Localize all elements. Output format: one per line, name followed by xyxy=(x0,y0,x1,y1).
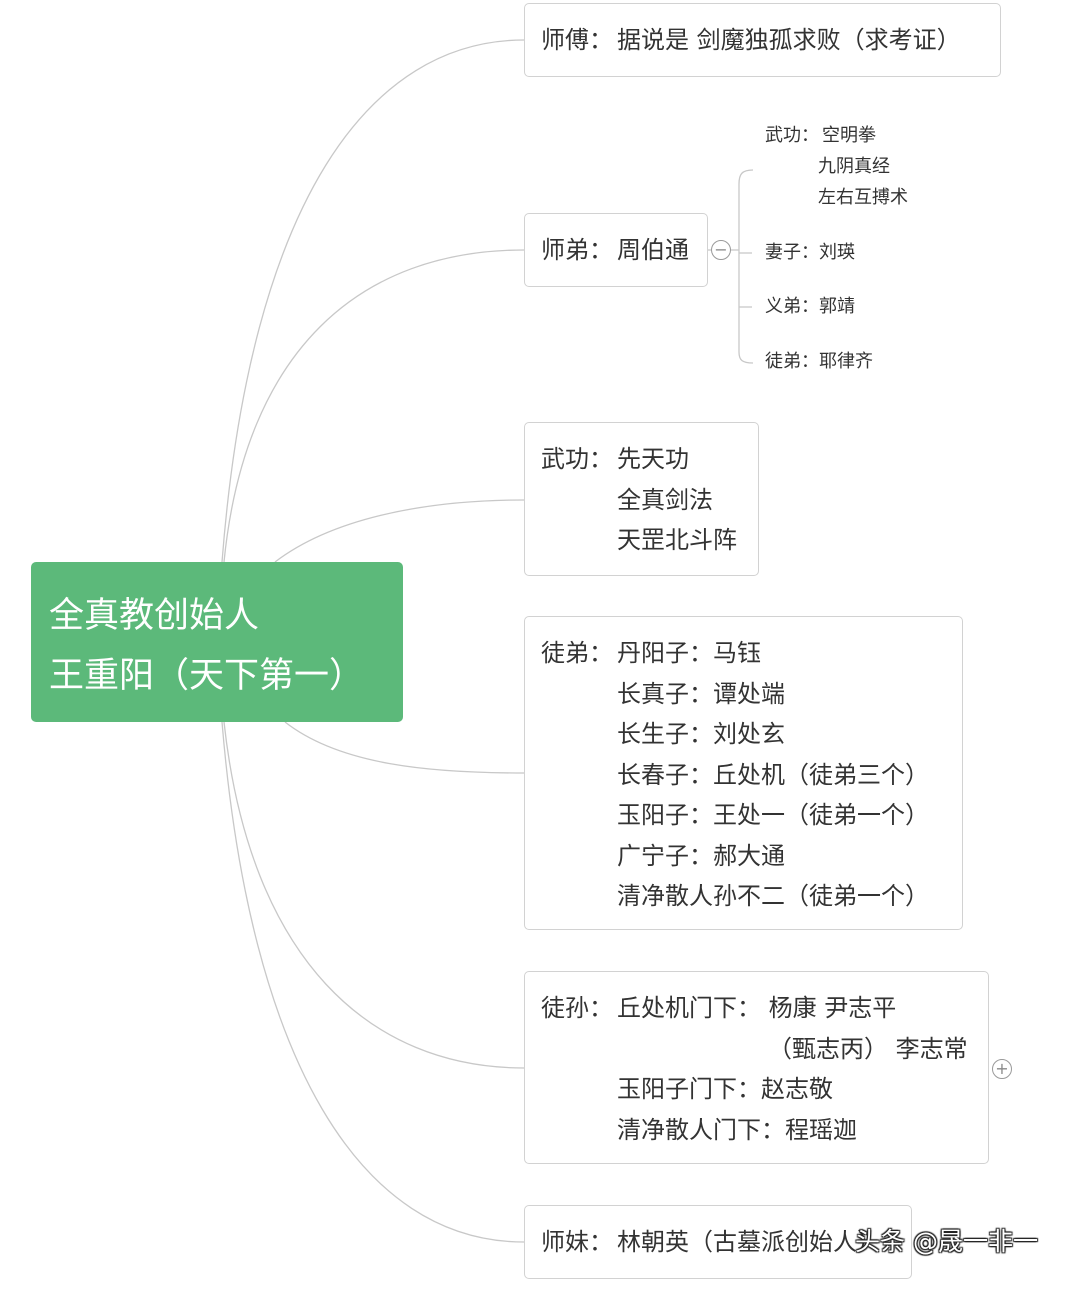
node-master-label: 师傅： xyxy=(541,26,613,54)
root-title-line2: 王重阳（天下第一） xyxy=(49,656,365,696)
grand-disciple-1: 丘处机门下： 杨康 尹志平 xyxy=(617,994,897,1022)
disciple-5: 玉阳子：王处一（徒弟一个） xyxy=(617,801,929,829)
grand-disciple-4: 清净散人门下：程瑶迦 xyxy=(617,1115,857,1144)
disciple-2: 长真子：谭处端 xyxy=(617,679,785,708)
node-master[interactable]: 师傅： 据说是 剑魔独孤求败（求考证） xyxy=(524,3,1001,77)
collapse-toggle-icon[interactable]: − xyxy=(711,240,731,260)
disciple-1: 丹阳子：马钰 xyxy=(617,639,761,667)
node-grand-disciples-label: 徒孙： xyxy=(541,994,613,1022)
martial-art-1: 先天功 xyxy=(617,445,689,473)
sub-wife: 妻子：刘瑛 xyxy=(765,242,855,263)
node-junior-brother-label: 师弟： xyxy=(541,236,613,264)
link-disciples xyxy=(284,721,525,774)
disciple-6: 广宁子：郝大通 xyxy=(617,841,785,870)
node-disciples-label: 徒弟： xyxy=(541,639,613,667)
node-disciples[interactable]: 徒弟： 丹阳子：马钰 长真子：谭处端 长生子：刘处玄 长春子：丘处机（徒弟三个）… xyxy=(524,616,963,930)
link-junior-brother xyxy=(223,249,525,563)
grand-disciple-3: 玉阳子门下：赵志敬 xyxy=(617,1075,833,1103)
expand-toggle-icon[interactable]: + xyxy=(992,1059,1012,1079)
node-martial-arts-label: 武功： xyxy=(541,445,613,473)
martial-art-2: 全真剑法 xyxy=(617,485,713,514)
root-title-line1: 全真教创始人 xyxy=(49,596,260,636)
disciple-7: 清净散人孙不二（徒弟一个） xyxy=(617,882,929,910)
link-master xyxy=(221,39,525,563)
link-grand-disciples xyxy=(223,721,525,1069)
bracket-junior-brother xyxy=(738,169,754,364)
link-junior-sister xyxy=(221,721,525,1243)
node-junior-sister-label: 师妹： xyxy=(541,1228,613,1256)
node-martial-arts[interactable]: 武功： 先天功 全真剑法 天罡北斗阵 xyxy=(524,422,759,576)
node-junior-sister[interactable]: 师妹： 林朝英（古墓派创始人） xyxy=(524,1205,912,1279)
node-grand-disciples[interactable]: 徒孙： 丘处机门下： 杨康 尹志平 （甄志丙） 李志常 玉阳子门下：赵志敬 清净… xyxy=(524,971,989,1164)
watermark: 头条 @晟一非一 xyxy=(855,1227,1038,1256)
grand-disciple-2: （甄志丙） 李志常 xyxy=(768,1034,968,1063)
node-junior-brother[interactable]: 师弟： 周伯通 xyxy=(524,213,708,287)
disciple-4: 长春子：丘处机（徒弟三个） xyxy=(617,760,929,789)
node-junior-sister-text: 林朝英（古墓派创始人） xyxy=(617,1228,881,1256)
root-node[interactable]: 全真教创始人 王重阳（天下第一） xyxy=(31,562,403,722)
martial-art-3: 天罡北斗阵 xyxy=(617,526,737,554)
sub-martial-3: 左右互搏术 xyxy=(818,187,908,208)
sub-martial-1: 空明拳 xyxy=(822,125,876,146)
node-master-text: 据说是 剑魔独孤求败（求考证） xyxy=(617,26,961,54)
node-junior-brother-text: 周伯通 xyxy=(617,236,689,264)
sub-martial-label: 武功： xyxy=(765,125,819,146)
disciple-3: 长生子：刘处玄 xyxy=(617,720,785,748)
sub-sworn-brother: 义弟：郭靖 xyxy=(765,296,855,317)
sub-disciple: 徒弟：耶律齐 xyxy=(765,351,873,372)
link-martial-arts xyxy=(274,499,525,563)
sub-martial-2: 九阴真经 xyxy=(818,156,890,177)
